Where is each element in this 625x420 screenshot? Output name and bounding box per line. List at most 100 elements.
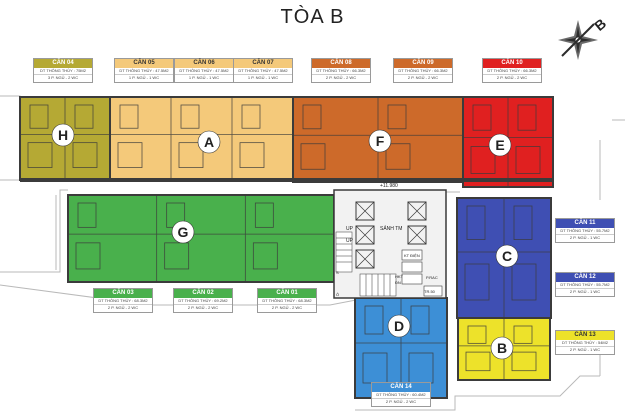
room-walls-g bbox=[68, 195, 334, 282]
unit-rooms: 2 P. NGỦ - 2 WC bbox=[394, 74, 452, 82]
stairs-1 bbox=[335, 231, 353, 273]
unit-rooms: 2 P. NGỦ - 2 WC bbox=[258, 304, 316, 312]
elevator-4 bbox=[407, 201, 427, 221]
zone-block-g bbox=[67, 194, 335, 283]
unit-rooms: 1 P. NGỦ - 1 WC bbox=[115, 74, 173, 82]
unit-name: CĂN 11 bbox=[556, 219, 614, 228]
unit-name: CĂN 06 bbox=[175, 59, 233, 68]
unit-rooms: 3 P. NGỦ - 2 WC bbox=[34, 74, 92, 82]
unit-area: DT THÔNG THỦY : 47.5M2 bbox=[238, 67, 288, 73]
zone-letter: F bbox=[376, 133, 385, 149]
unit-name: CĂN 02 bbox=[174, 289, 232, 298]
zone-letter: A bbox=[204, 134, 214, 150]
page-title: TÒA B bbox=[280, 6, 345, 28]
unit-name: CĂN 12 bbox=[556, 273, 614, 282]
core-label-hkt: HKT bbox=[395, 274, 404, 279]
unit-rooms: 2 P. NGỦ - 1 WC bbox=[556, 234, 614, 242]
core-label-up1: UP bbox=[346, 226, 354, 232]
core-label-stairs1: S bbox=[336, 270, 339, 275]
unit-area: DT THÔNG THỦY : 68.3M2 bbox=[262, 297, 312, 303]
zone-letter: D bbox=[394, 318, 404, 334]
unit-area: DT THÔNG THỦY : 75M2 bbox=[40, 67, 86, 73]
unit-area: DT THÔNG THỦY : 47.5M2 bbox=[119, 67, 169, 73]
zone-letter: B bbox=[497, 340, 507, 356]
zone-badge-h: H bbox=[51, 123, 75, 147]
unit-rooms: 2 P. NGỦ - 2 WC bbox=[174, 304, 232, 312]
unit-rooms: 2 P. NGỦ - 1 WC bbox=[556, 346, 614, 354]
unit-area: DT THÔNG THỦY : 55.7M2 bbox=[560, 227, 610, 233]
zone-letter: H bbox=[58, 127, 68, 143]
zone-badge-b: B bbox=[490, 336, 514, 360]
unit-name: CĂN 14 bbox=[372, 383, 430, 392]
unit-area: DT THÔNG THỦY : 47.5M2 bbox=[179, 67, 229, 73]
unit-area: DT THÔNG THỦY : 68.3M2 bbox=[98, 297, 148, 303]
core-label-up2: UP bbox=[346, 238, 354, 244]
unit-area: DT THÔNG THỦY : 55.7M2 bbox=[560, 281, 610, 287]
elevator-5 bbox=[407, 225, 427, 245]
unit-rooms: 1 P. NGỦ - 1 WC bbox=[175, 74, 233, 82]
zone-letters: H A F E G C D B bbox=[51, 123, 519, 360]
unit-name: CĂN 08 bbox=[312, 59, 370, 68]
elevator-1 bbox=[355, 201, 375, 221]
core-area bbox=[333, 189, 447, 299]
unit-area: DT THÔNG THỦY : 66.3M2 bbox=[398, 67, 448, 73]
unit-name: CĂN 13 bbox=[556, 331, 614, 340]
unit-area: DT THÔNG THỦY : 54M2 bbox=[562, 339, 608, 345]
compass-letter: B bbox=[591, 15, 609, 34]
unit-area: DT THÔNG THỦY : 66.3M2 bbox=[316, 67, 366, 73]
zone-badge-g: G bbox=[171, 220, 195, 244]
unit-rooms: 2 P. NGỦ - 2 WC bbox=[483, 74, 541, 82]
unit-rooms: 2 P. NGỦ - 1 WC bbox=[556, 288, 614, 296]
unit-area: DT THÔNG THỦY : 69.2M2 bbox=[178, 297, 228, 303]
elevator-2 bbox=[355, 225, 375, 245]
zone-badge-c: C bbox=[495, 244, 519, 268]
core-label-tr: TR.50 bbox=[424, 289, 436, 294]
unit-rooms: 2 P. NGỦ - 2 WC bbox=[94, 304, 152, 312]
unit-rooms: 2 P. NGỦ - 2 WC bbox=[312, 74, 370, 82]
stairs-2 bbox=[359, 273, 397, 297]
zone-badge-f: F bbox=[368, 129, 392, 153]
unit-name: CĂN 04 bbox=[34, 59, 92, 68]
unit-name: CĂN 07 bbox=[234, 59, 292, 68]
zone-badge-d: D bbox=[387, 314, 411, 338]
zone-badge-e: E bbox=[488, 133, 512, 157]
zone-blocks bbox=[19, 96, 554, 399]
zone-badge-a: A bbox=[197, 130, 221, 154]
zone-letter: G bbox=[178, 224, 189, 240]
core-label-dn: ĐN bbox=[395, 280, 401, 285]
unit-name: CĂN 09 bbox=[394, 59, 452, 68]
core-label-kt: KT ĐIỆN bbox=[404, 253, 420, 258]
unit-area: DT THÔNG THỦY : 60.4M2 bbox=[376, 391, 426, 397]
unit-name: CĂN 05 bbox=[115, 59, 173, 68]
unit-rooms: 2 P. NGỦ - 2 WC bbox=[372, 398, 430, 406]
core-label-level: +11.980 bbox=[380, 183, 398, 189]
unit-rooms: 1 P. NGỦ - 1 WC bbox=[234, 74, 292, 82]
elevator-3 bbox=[355, 249, 375, 269]
unit-name: CĂN 10 bbox=[483, 59, 541, 68]
unit-area: DT THÔNG THỦY : 66.3M2 bbox=[487, 67, 537, 73]
compass-icon bbox=[558, 20, 598, 60]
zone-letter: C bbox=[502, 248, 512, 264]
core-label-lobby: SẢNH TM bbox=[380, 225, 402, 232]
unit-name: CĂN 01 bbox=[258, 289, 316, 298]
zone-letter: E bbox=[495, 137, 504, 153]
core-label-trash: P.RAC bbox=[426, 275, 438, 280]
core-label-stairs2: Ô bbox=[336, 292, 339, 297]
unit-name: CĂN 03 bbox=[94, 289, 152, 298]
